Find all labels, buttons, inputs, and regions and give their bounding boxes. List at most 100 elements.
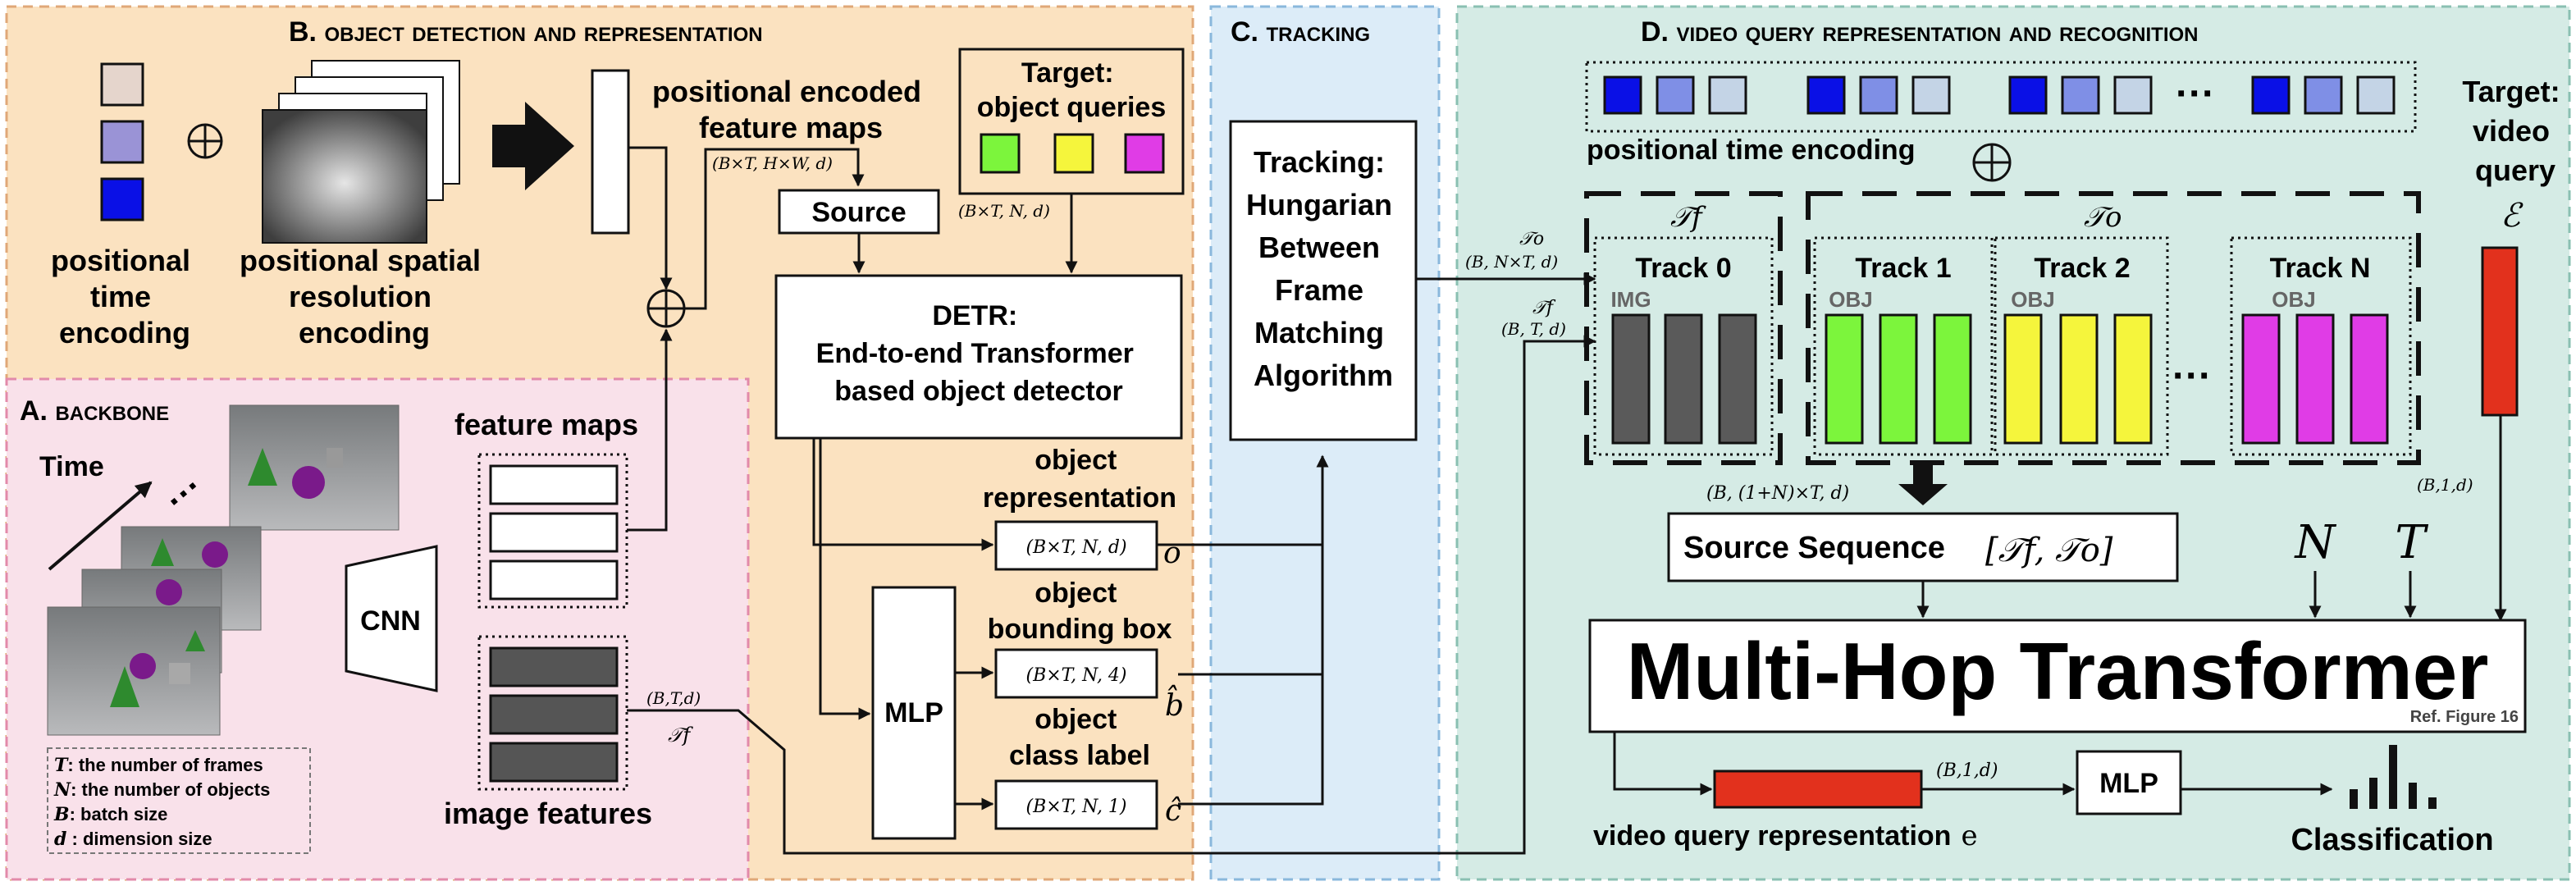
ref-figure-label: Ref. Figure 16 <box>2410 708 2519 726</box>
class-label-label: object class label <box>1009 704 1150 771</box>
time-encoding-dots: ··· <box>2176 72 2215 116</box>
multi-hop-transformer-label: Multi-Hop Transformer <box>1627 626 2489 716</box>
mlp-label: MLP <box>884 697 943 728</box>
object-representation-label: object representation <box>983 445 1176 514</box>
big-arrow-icon <box>492 102 574 190</box>
tracking-label: Tracking: Hungarian Between Frame Matchi… <box>1246 145 1400 392</box>
thick-arrow-icon <box>1898 463 1948 505</box>
tf-group-label: 𝒯f <box>1670 201 1706 234</box>
legend-box <box>47 747 311 854</box>
vq-dim: (B,1,d) <box>1936 760 1998 781</box>
image-features-label: image features <box>444 797 652 830</box>
multi-hop-transformer-box <box>1588 619 2527 733</box>
classification-label: Classification <box>2291 823 2493 857</box>
time-label: Time <box>39 451 104 482</box>
svg-text:OBJ: OBJ <box>2272 287 2315 312</box>
track-1: Track 1 OBJ <box>1813 236 1994 456</box>
oplus-icon <box>646 289 686 328</box>
histogram-icon <box>2350 745 2437 809</box>
arrow <box>627 328 673 532</box>
svg-text:B: batch size: B: batch size <box>53 804 167 825</box>
bounding-box-dim: (B×T, N, 4) <box>1025 665 1126 686</box>
image-features-group <box>477 635 628 791</box>
target-object-queries-label: Target: object queries <box>977 57 1167 123</box>
bounding-box-box <box>994 648 1158 699</box>
source-sequence-label: Source Sequence <box>1683 531 1945 565</box>
time-encoding-square <box>100 120 144 164</box>
legend-entries: T: the number of frames N: the number of… <box>53 755 270 850</box>
positional-spatial-encoding-label: positional spatial resolution encoding <box>240 244 489 349</box>
class-label-symbol: ĉ <box>1165 794 1181 828</box>
source-seq-dim: (B, (1+N)×T, d) <box>1706 483 1849 504</box>
class-label-dim: (B×T, N, 1) <box>1025 797 1126 817</box>
positional-time-encoding-label: positional time encoding <box>1587 135 1915 166</box>
flattened-feature-map <box>591 69 630 235</box>
target-dim: (B,1,d) <box>2417 475 2473 495</box>
track-2: Track 2 OBJ <box>1994 236 2169 456</box>
image-feature <box>489 742 619 783</box>
t-symbol: T <box>2395 516 2428 569</box>
video-frame <box>47 606 221 736</box>
final-mlp-label: MLP <box>2099 768 2158 799</box>
tracking-box <box>1229 120 1418 441</box>
panel-title-tracking: C. tracking <box>1231 16 1370 48</box>
source-label: Source <box>811 197 906 228</box>
feature-map <box>489 512 619 553</box>
image-feature <box>489 646 619 687</box>
svg-text:Track N: Track N <box>2270 253 2371 284</box>
time-arrow <box>48 481 153 571</box>
to-group <box>1806 191 2421 465</box>
image-features-dim: (B,T,d) <box>646 688 701 708</box>
svg-text:Track 1: Track 1 <box>1855 253 1951 284</box>
object-representation-symbol: o <box>1163 537 1181 570</box>
time-encoding-square <box>100 62 144 107</box>
feature-maps-dim: (B×T, H×W, d) <box>712 153 833 173</box>
svg-text:OBJ: OBJ <box>2011 287 2054 312</box>
arrow <box>812 438 994 551</box>
object-representation-dim: (B×T, N, d) <box>1025 537 1126 558</box>
svg-text:Track 2: Track 2 <box>2034 253 2130 284</box>
video-frame <box>229 404 400 531</box>
class-label-box <box>994 779 1158 830</box>
oplus-icon <box>187 123 223 159</box>
video-query-representation-token <box>1713 770 1923 809</box>
source-sequence-math: [𝒯f, 𝒯o] <box>1985 532 2113 569</box>
tf-symbol: 𝒯f <box>1532 298 1556 318</box>
object-query-square <box>1124 133 1165 174</box>
queries-dim: (B×T, N, d) <box>958 201 1050 221</box>
arrow <box>819 438 871 720</box>
positional-time-encoding-row <box>1585 61 2417 133</box>
feature-map <box>489 559 619 601</box>
positional-time-encoding-label: positional time encoding <box>51 244 199 349</box>
panel-title-detection: B. object detection and representation <box>289 16 763 48</box>
arrow <box>627 335 1596 855</box>
feature-maps-label: feature maps <box>454 408 638 441</box>
final-mlp-box <box>2076 750 2182 815</box>
panel-title-backbone: A. backbone <box>20 395 169 427</box>
detr-box <box>774 274 1183 440</box>
time-encoding-row <box>1603 75 2396 115</box>
tf-dim: (B, T, d) <box>1501 319 1566 339</box>
positional-encoded-feature-maps-label: positional encoded feature maps <box>652 75 929 144</box>
tf-group <box>1584 191 1783 465</box>
arrow <box>1178 674 1324 806</box>
to-group-label: 𝒯o <box>2084 201 2122 234</box>
svg-text:N: the number of objects: N: the number of objects <box>53 779 270 801</box>
svg-text:Track 0: Track 0 <box>1635 253 1731 284</box>
to-symbol: 𝒯o <box>1519 229 1544 249</box>
to-dim: (B, N×T, d) <box>1465 252 1558 272</box>
image-features-symbol: 𝒯f <box>668 724 693 747</box>
oplus-icon <box>1972 143 2012 182</box>
mlp-box <box>871 586 957 840</box>
svg-text:d : dimension size: d : dimension size <box>54 829 212 850</box>
target-symbol: ℰ <box>2501 197 2523 235</box>
cnn-block <box>345 545 438 692</box>
arrow <box>684 148 865 310</box>
n-symbol: N <box>2294 516 2337 569</box>
target-video-query-label: Target: video query <box>2462 75 2568 187</box>
detr-label: DETR: End-to-end Transformer based objec… <box>816 300 1142 407</box>
svg-text:OBJ: OBJ <box>1829 287 1872 312</box>
spatial-encoding-stack <box>262 60 460 244</box>
bounding-box-symbol: b̂ <box>1165 685 1184 723</box>
